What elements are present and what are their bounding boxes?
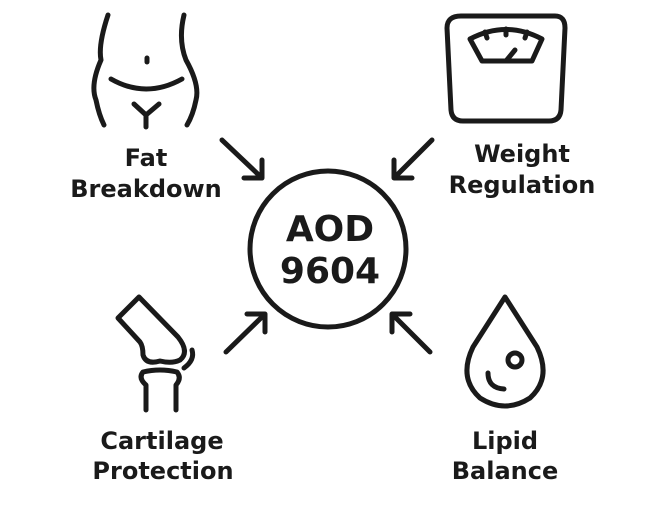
torso-icon (91, 12, 200, 130)
fat-breakdown-label-line2: Breakdown (70, 175, 222, 203)
cartilage-protection-label-line1: Cartilage (100, 427, 223, 455)
center-title-line1: AOD (286, 209, 374, 250)
center-node: AOD 9604 (247, 168, 409, 330)
weight-regulation-label-line1: Weight (474, 140, 570, 168)
scale-icon (444, 13, 568, 124)
arrow-top-right (391, 137, 435, 181)
center-title-line2: 9604 (280, 251, 380, 292)
arrow-bottom-left (223, 311, 268, 355)
cartilage-protection-label-line2: Protection (92, 457, 233, 485)
lipid-balance-label-line2: Balance (452, 457, 559, 485)
arrow-top-left (219, 137, 265, 181)
knee-joint-icon (115, 294, 196, 413)
arrow-bottom-right (389, 311, 433, 355)
weight-regulation-label-line2: Regulation (449, 171, 596, 199)
drop-icon (464, 294, 546, 409)
fat-breakdown-label-line1: Fat (125, 144, 168, 172)
lipid-balance-label-line1: Lipid (472, 427, 538, 455)
center-circle (247, 168, 409, 330)
